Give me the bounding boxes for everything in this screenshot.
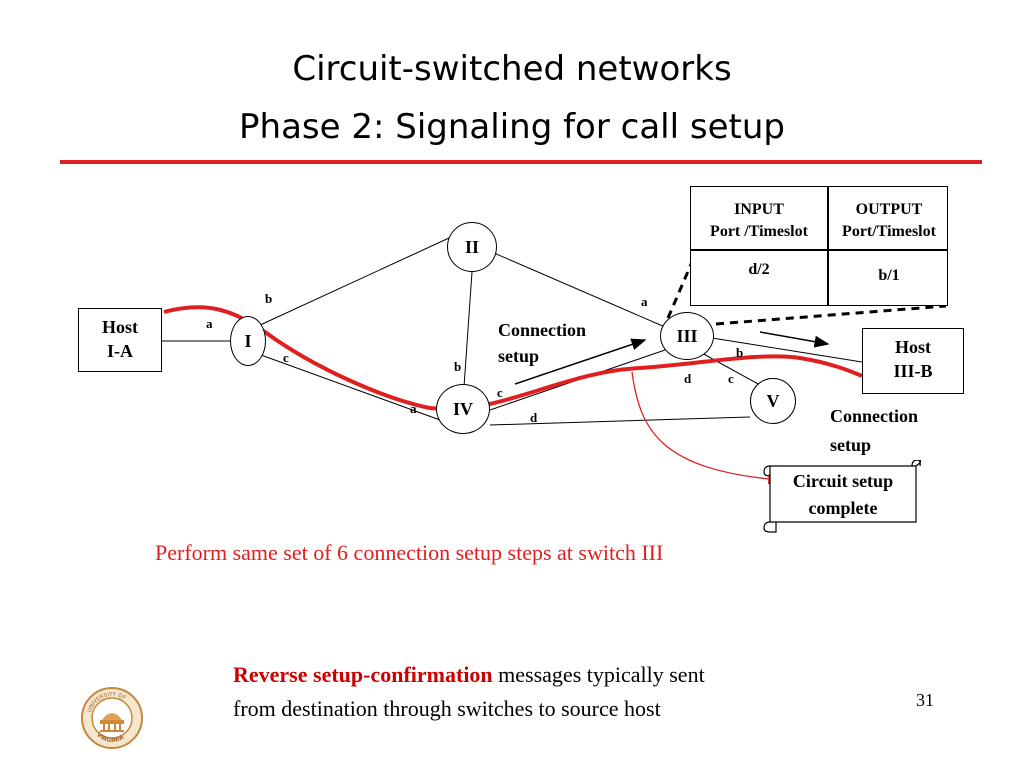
link-II-IV bbox=[463, 271, 473, 388]
dashed-link-table-top bbox=[666, 261, 694, 319]
link-I-II bbox=[257, 237, 450, 327]
switch-v[interactable]: V bbox=[750, 378, 796, 424]
connection-setup-1-line1: Connection bbox=[498, 320, 587, 340]
slide-title-line2: Phase 2: Signaling for call setup bbox=[239, 107, 785, 147]
port-label-iv-a: a bbox=[410, 401, 417, 416]
table-input-header: INPUT Port /Timeslot bbox=[691, 199, 827, 243]
title-underline bbox=[60, 160, 982, 164]
university-seal-icon: UNIVERSITY OF VIRGINIA bbox=[81, 687, 143, 749]
scroll-shape bbox=[763, 460, 922, 533]
switch-ii[interactable]: II bbox=[447, 222, 497, 272]
switch-iii[interactable]: III bbox=[660, 312, 714, 360]
port-label-iv-c: c bbox=[497, 385, 503, 400]
connection-setup-label-2: Connection setup bbox=[830, 402, 918, 460]
port-label-i-c: c bbox=[283, 350, 289, 365]
connection-setup-1-line2: setup bbox=[498, 346, 540, 366]
table-divider-horizontal bbox=[691, 249, 947, 251]
scroll-text: Circuit setup complete bbox=[770, 468, 916, 522]
output-header-line1: OUTPUT bbox=[855, 201, 923, 218]
link-II-III bbox=[493, 252, 666, 328]
output-header-line2: Port/Timeslot bbox=[842, 223, 936, 240]
link-III-V bbox=[699, 351, 761, 386]
link-III-hostB bbox=[711, 337, 863, 363]
slide-title-line1: Circuit-switched networks bbox=[292, 49, 732, 89]
input-header-line1: INPUT bbox=[734, 201, 784, 218]
switch-iii-caption: Perform same set of 6 connection setup s… bbox=[155, 540, 664, 565]
host-ia-label-1: Host bbox=[102, 317, 138, 337]
circuit-complete-scroll: Circuit setup complete bbox=[762, 460, 922, 534]
port-label-iii-d: d bbox=[684, 371, 692, 386]
note-line1: Reverse setup-confirmation messages typi… bbox=[233, 658, 705, 692]
link-I-IV bbox=[260, 354, 441, 421]
port-label-ii-a: a bbox=[641, 294, 648, 309]
scroll-text-line2: complete bbox=[808, 498, 878, 518]
switch-iv[interactable]: IV bbox=[436, 384, 490, 434]
table-divider-vertical bbox=[827, 187, 829, 305]
page-number: 31 bbox=[916, 690, 934, 710]
scroll-text-line1: Circuit setup bbox=[792, 471, 894, 491]
connection-setup-arrow-2 bbox=[759, 331, 830, 348]
connection-setup-arrow-1 bbox=[514, 338, 647, 385]
table-input-value: d/2 bbox=[748, 261, 770, 278]
host-iiib-label-1: Host bbox=[895, 337, 931, 357]
port-label-iv-d: d bbox=[530, 410, 538, 425]
dashed-link-table-bottom bbox=[715, 304, 947, 326]
table-output-header: OUTPUT Port/Timeslot bbox=[829, 199, 949, 243]
reverse-confirmation-note: Reverse setup-confirmation messages typi… bbox=[233, 658, 705, 726]
switch-table: INPUT Port /Timeslot OUTPUT Port/Timeslo… bbox=[690, 186, 948, 306]
input-header-line2: Port /Timeslot bbox=[710, 223, 808, 240]
circuit-complete-arrow bbox=[631, 371, 782, 485]
host-ia-box[interactable]: Host I-A bbox=[78, 308, 162, 372]
port-label-iii-c: c bbox=[728, 371, 734, 386]
note-line1-rest: messages typically sent bbox=[492, 662, 705, 687]
host-ia-label-2: I-A bbox=[107, 341, 133, 361]
note-highlight: Reverse setup-confirmation bbox=[233, 662, 493, 687]
connection-setup-2-line2: setup bbox=[830, 435, 872, 455]
port-label-i-a: a bbox=[206, 316, 213, 331]
host-iiib-box[interactable]: Host III-B bbox=[862, 328, 964, 394]
port-label-iii-b: b bbox=[736, 345, 744, 360]
note-line2: from destination through switches to sou… bbox=[233, 696, 661, 721]
table-output-value: b/1 bbox=[878, 267, 900, 284]
connection-setup-label-1: Connection setup bbox=[498, 317, 586, 369]
host-iiib-label-2: III-B bbox=[893, 361, 933, 381]
connection-setup-2-line1: Connection bbox=[830, 406, 919, 426]
port-label-i-b: b bbox=[265, 291, 273, 306]
port-label-iv-b: b bbox=[454, 359, 462, 374]
switch-i[interactable]: I bbox=[230, 316, 266, 366]
link-IV-V bbox=[489, 416, 751, 426]
